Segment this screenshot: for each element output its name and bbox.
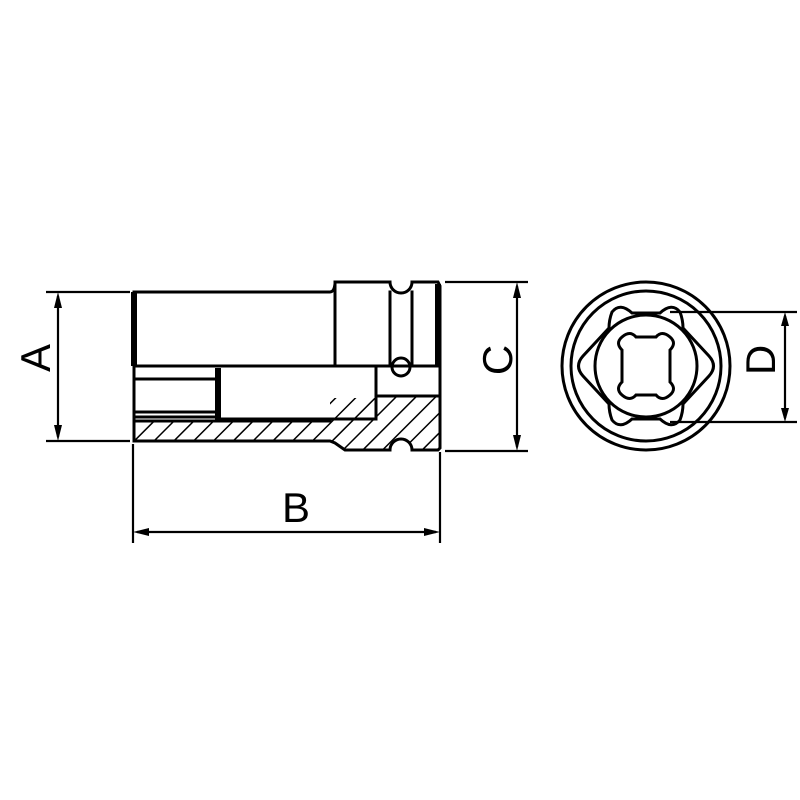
- dimension-a: A: [12, 290, 130, 443]
- dimension-d: D: [670, 310, 797, 424]
- pin-hole: [390, 356, 412, 378]
- chamfer-circle: [569, 289, 723, 443]
- hexagon-opening: [577, 305, 715, 427]
- dimension-label-d: D: [737, 345, 784, 375]
- end-view: [560, 280, 732, 452]
- dimension-b: B: [131, 444, 442, 543]
- dimension-label-c: C: [474, 345, 521, 375]
- side-view: [131, 280, 442, 452]
- dimension-label-b: B: [282, 484, 310, 531]
- dimension-label-a: A: [12, 344, 59, 372]
- square-drive-opening: [617, 332, 675, 400]
- outer-circle: [560, 280, 732, 452]
- dimension-c: C: [445, 280, 528, 453]
- hatched-section: [134, 397, 440, 450]
- inner-circle: [593, 313, 699, 419]
